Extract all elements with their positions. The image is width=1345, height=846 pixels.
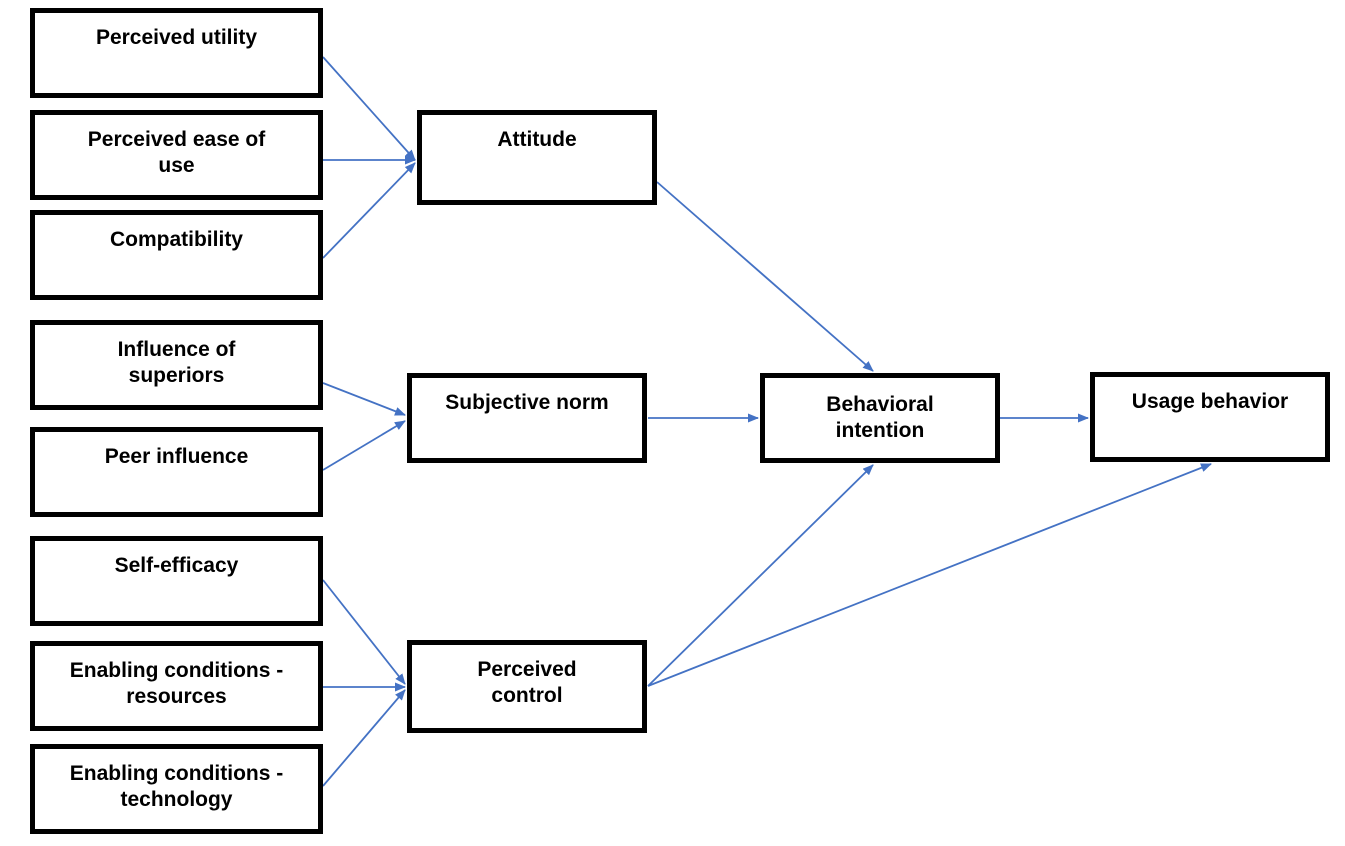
node-box-self-efficacy[interactable]: Self-efficacy (30, 536, 323, 626)
node-box-behavioral-intention[interactable]: Behavioral intention (760, 373, 1000, 463)
edge-perceived-utility-to-attitude (322, 56, 416, 161)
node-label-compatibility: Compatibility (109, 228, 243, 251)
edge-self-efficacy-to-perceived-control (322, 579, 406, 685)
node-box-peer-influence[interactable]: Peer influence (30, 427, 323, 517)
node-label-enabling-conditions-resources: Enabling conditions - resources (69, 659, 284, 709)
edge-enabling-technology-to-perceived-control (322, 689, 406, 787)
node-label-perceived-ease-of-use: Perceived ease of use (87, 128, 266, 178)
node-box-enabling-conditions-resources[interactable]: Enabling conditions - resources (30, 641, 323, 731)
edge-group (322, 56, 1212, 787)
node-box-attitude[interactable]: Attitude (417, 110, 657, 205)
node-label-enabling-conditions-technology: Enabling conditions - technology (69, 762, 284, 812)
node-box-influence-of-superiors[interactable]: Influence of superiors (30, 320, 323, 410)
node-label-usage-behavior: Usage behavior (1131, 390, 1289, 413)
node-label-peer-influence: Peer influence (104, 445, 249, 468)
edge-influence-of-superiors-to-subjective-norm (322, 382, 406, 416)
edge-perceived-control-to-behavioral-intention (647, 464, 874, 687)
node-box-compatibility[interactable]: Compatibility (30, 210, 323, 300)
node-box-subjective-norm[interactable]: Subjective norm (407, 373, 647, 463)
node-box-perceived-utility[interactable]: Perceived utility (30, 8, 323, 98)
node-label-behavioral-intention: Behavioral intention (826, 392, 934, 442)
node-box-enabling-conditions-technology[interactable]: Enabling conditions - technology (30, 744, 323, 834)
edge-peer-influence-to-subjective-norm (322, 420, 406, 471)
node-label-perceived-utility: Perceived utility (95, 26, 258, 49)
node-label-subjective-norm: Subjective norm (445, 391, 609, 414)
node-box-perceived-ease-of-use[interactable]: Perceived ease of use (30, 110, 323, 200)
node-box-perceived-control[interactable]: Perceived control (407, 640, 647, 733)
node-label-perceived-control: Perceived control (477, 658, 577, 708)
node-label-attitude: Attitude (497, 128, 577, 151)
edge-compatibility-to-attitude (322, 162, 416, 259)
node-box-usage-behavior[interactable]: Usage behavior (1090, 372, 1330, 462)
node-label-influence-of-superiors: Influence of superiors (117, 338, 236, 388)
edge-attitude-to-behavioral-intention (656, 181, 874, 372)
node-label-self-efficacy: Self-efficacy (114, 554, 239, 577)
edge-perceived-control-to-usage-behavior (647, 463, 1212, 687)
